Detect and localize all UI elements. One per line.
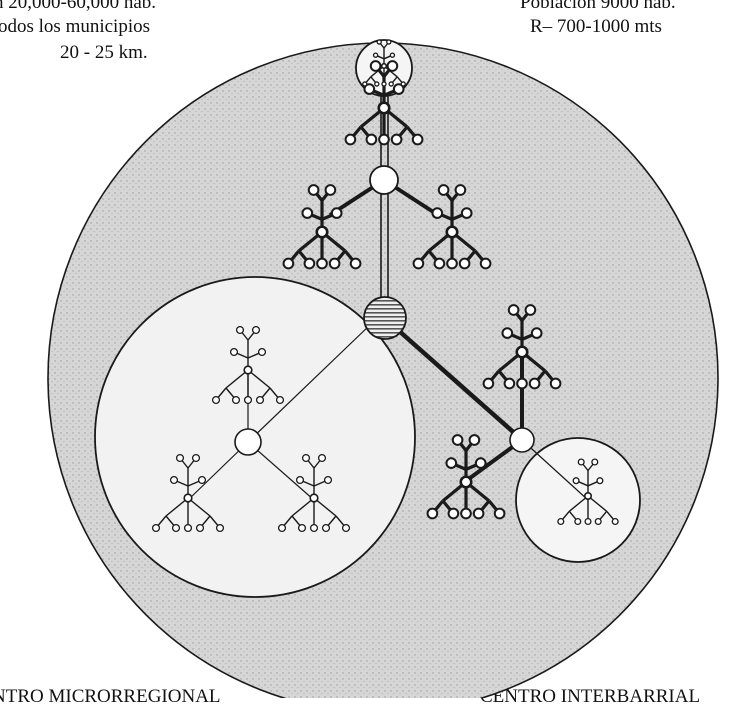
node-microregional-center [364, 297, 406, 339]
node-interbarrial-center [370, 166, 398, 194]
node-right-center [510, 428, 534, 452]
right-inner-circle [516, 438, 640, 562]
node-left-center [235, 429, 261, 455]
